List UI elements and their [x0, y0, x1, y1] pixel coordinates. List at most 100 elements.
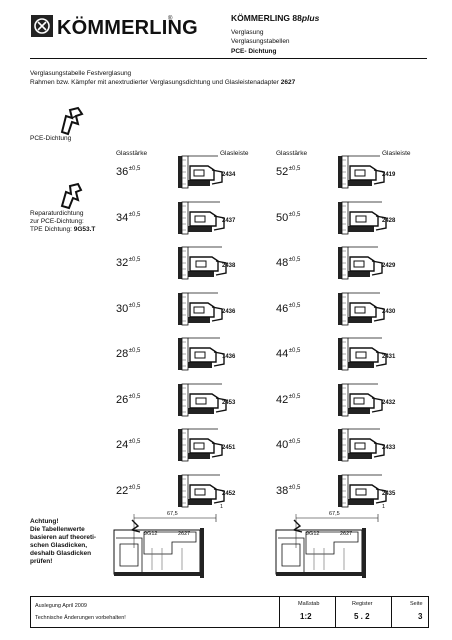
- bead-code-left-2: 2438: [222, 263, 236, 269]
- footer-page-cell: Seite 3: [391, 597, 428, 627]
- pce-label: PCE-Dichtung: [30, 135, 72, 142]
- profile-drawing-right-0: [336, 154, 400, 195]
- glazing-bead-profile: [338, 201, 387, 234]
- glazing-bead-profile: [178, 155, 223, 189]
- profile-drawing-right-1: [336, 200, 400, 241]
- glazing-bead-profile: [338, 246, 383, 280]
- register-value: 5 . 2: [354, 612, 370, 621]
- footer-edition: Auslegung April 2009: [35, 603, 87, 609]
- profile-drawing-right-5: [336, 382, 400, 423]
- bead-code-right-1: 2428: [382, 217, 396, 224]
- bead-code-left-4: 1436: [222, 354, 236, 360]
- bead-code-right-5: 2432: [382, 399, 396, 406]
- glazing-bead-profile: [178, 383, 227, 416]
- glazing-bead-profile: [178, 201, 225, 234]
- page-label: Seite: [410, 601, 423, 607]
- glazing-bead-profile: [178, 337, 225, 371]
- glass-thickness-left-4: 28±0,5: [116, 348, 141, 360]
- glazing-bead-profile: [178, 292, 223, 325]
- pce-gasket-icon: [60, 106, 84, 136]
- subtitle-2: Verglasungstabellen: [231, 38, 290, 45]
- profile-drawing-left-1: [176, 200, 240, 241]
- col-glass-right: Glasstärke: [276, 150, 308, 157]
- bead-code-left-0: 2434: [222, 172, 236, 178]
- glass-thickness-left-1: 34±0,5: [116, 211, 141, 224]
- glass-thickness-left-2: 32±0,5: [116, 257, 141, 269]
- bead-code-left-7: 2452: [222, 490, 236, 497]
- scale-label: Maßstab: [298, 601, 320, 607]
- bead-code-right-6: 2433: [382, 445, 396, 451]
- glass-thickness-right-3: 46±0,5: [276, 302, 301, 315]
- registered-mark: ®: [168, 16, 173, 22]
- page-value: 3: [418, 612, 423, 621]
- profile-drawing-left-7: [176, 473, 240, 514]
- intro-line-2: Rahmen bzw. Kämpfer mit anextrudierter V…: [30, 79, 296, 86]
- glass-thickness-left-5: 26±0,5: [116, 393, 141, 406]
- glass-thickness-left-3: 30±0,5: [116, 302, 141, 315]
- subtitle-3: PCE- Dichtung: [231, 48, 277, 55]
- glazing-bead-profile: [178, 428, 223, 462]
- profile-drawing-right-7: [336, 473, 400, 514]
- col-bead-left: Glasleiste: [220, 150, 249, 157]
- profile-drawing-right-2: [336, 245, 400, 286]
- footer-note: Technische Änderungen vorbehalten!: [35, 615, 126, 621]
- kommerling-logo-icon: [31, 15, 53, 37]
- section-label-b-left: 2627: [178, 531, 191, 537]
- glazing-bead-profile: [338, 428, 385, 462]
- glass-thickness-right-5: 42±0,5: [276, 393, 301, 406]
- header-divider: [30, 58, 427, 59]
- glass-thickness-left-7: 22±0,5: [116, 484, 141, 497]
- dimension-small-right: 1: [382, 504, 386, 510]
- repair-label-3: TPE Dichtung: 9G53.T: [30, 226, 96, 233]
- bead-code-left-1: 2437: [222, 217, 236, 224]
- profile-drawing-right-3: [336, 291, 400, 332]
- bead-code-left-5: 2453: [222, 399, 236, 406]
- profile-drawing-left-5: [176, 382, 240, 423]
- glass-thickness-right-1: 50±0,5: [276, 211, 301, 224]
- section-label-a-right: 9G12: [306, 531, 320, 537]
- glazing-bead-profile: [178, 246, 227, 280]
- scale-value: 1:2: [300, 612, 312, 621]
- col-bead-right: Glasleiste: [382, 150, 411, 157]
- glazing-bead-profile: [338, 337, 387, 371]
- glazing-bead-profile: [338, 155, 385, 189]
- glazing-bead-profile: [338, 383, 383, 416]
- col-glass-left: Glasstärke: [116, 150, 148, 157]
- section-label-b-right: 2627: [340, 531, 353, 537]
- subtitle-1: Verglasung: [231, 29, 264, 36]
- footer: Auslegung April 2009 Technische Änderung…: [30, 596, 429, 628]
- repair-label-2: zur PCE-Dichtung:: [30, 218, 84, 225]
- glazing-bead-profile: [338, 292, 385, 325]
- bead-code-right-0: 2419: [382, 172, 396, 178]
- bead-code-right-3: 2430: [382, 308, 396, 315]
- intro-line-1: Verglasungstabelle Festverglasung: [30, 70, 132, 77]
- glass-thickness-right-7: 38±0,5: [276, 484, 301, 497]
- bead-code-left-6: 2451: [222, 445, 236, 451]
- glass-thickness-left-0: 36±0,5: [116, 166, 141, 178]
- section-drawing-right: [274, 508, 394, 585]
- profile-drawing-right-6: [336, 427, 400, 468]
- page-title: KÖMMERLING 88plus: [231, 13, 320, 23]
- footer-scale-cell: Maßstab 1:2: [279, 597, 336, 627]
- glass-thickness-right-0: 52±0,5: [276, 166, 301, 178]
- dimension-label-left: 67,5: [167, 511, 178, 517]
- register-label: Register: [352, 601, 373, 607]
- bead-code-right-2: 2429: [382, 263, 396, 269]
- footer-register-cell: Register 5 . 2: [335, 597, 392, 627]
- section-drawing-left: [112, 508, 232, 585]
- bead-code-right-7: 2435: [382, 490, 396, 497]
- repair-label-1: Reparaturdichtung: [30, 210, 84, 217]
- bead-code-right-4: 2431: [382, 354, 396, 360]
- profile-drawing-left-3: [176, 291, 240, 332]
- profile-drawing-left-2: [176, 245, 240, 286]
- brand-name: KÖMMERLING: [57, 17, 198, 39]
- bead-code-left-3: 2436: [222, 308, 236, 315]
- warning-text: Achtung! Die Tabellenwerte basieren auf …: [30, 518, 97, 565]
- profile-drawing-left-0: [176, 154, 240, 195]
- glass-thickness-right-2: 48±0,5: [276, 257, 301, 269]
- repair-gasket-icon: [60, 182, 83, 210]
- glass-thickness-left-6: 24±0,5: [116, 439, 141, 451]
- profile-drawing-left-6: [176, 427, 240, 468]
- glass-thickness-right-6: 40±0,5: [276, 439, 301, 451]
- dimension-small-left: 1: [220, 504, 224, 510]
